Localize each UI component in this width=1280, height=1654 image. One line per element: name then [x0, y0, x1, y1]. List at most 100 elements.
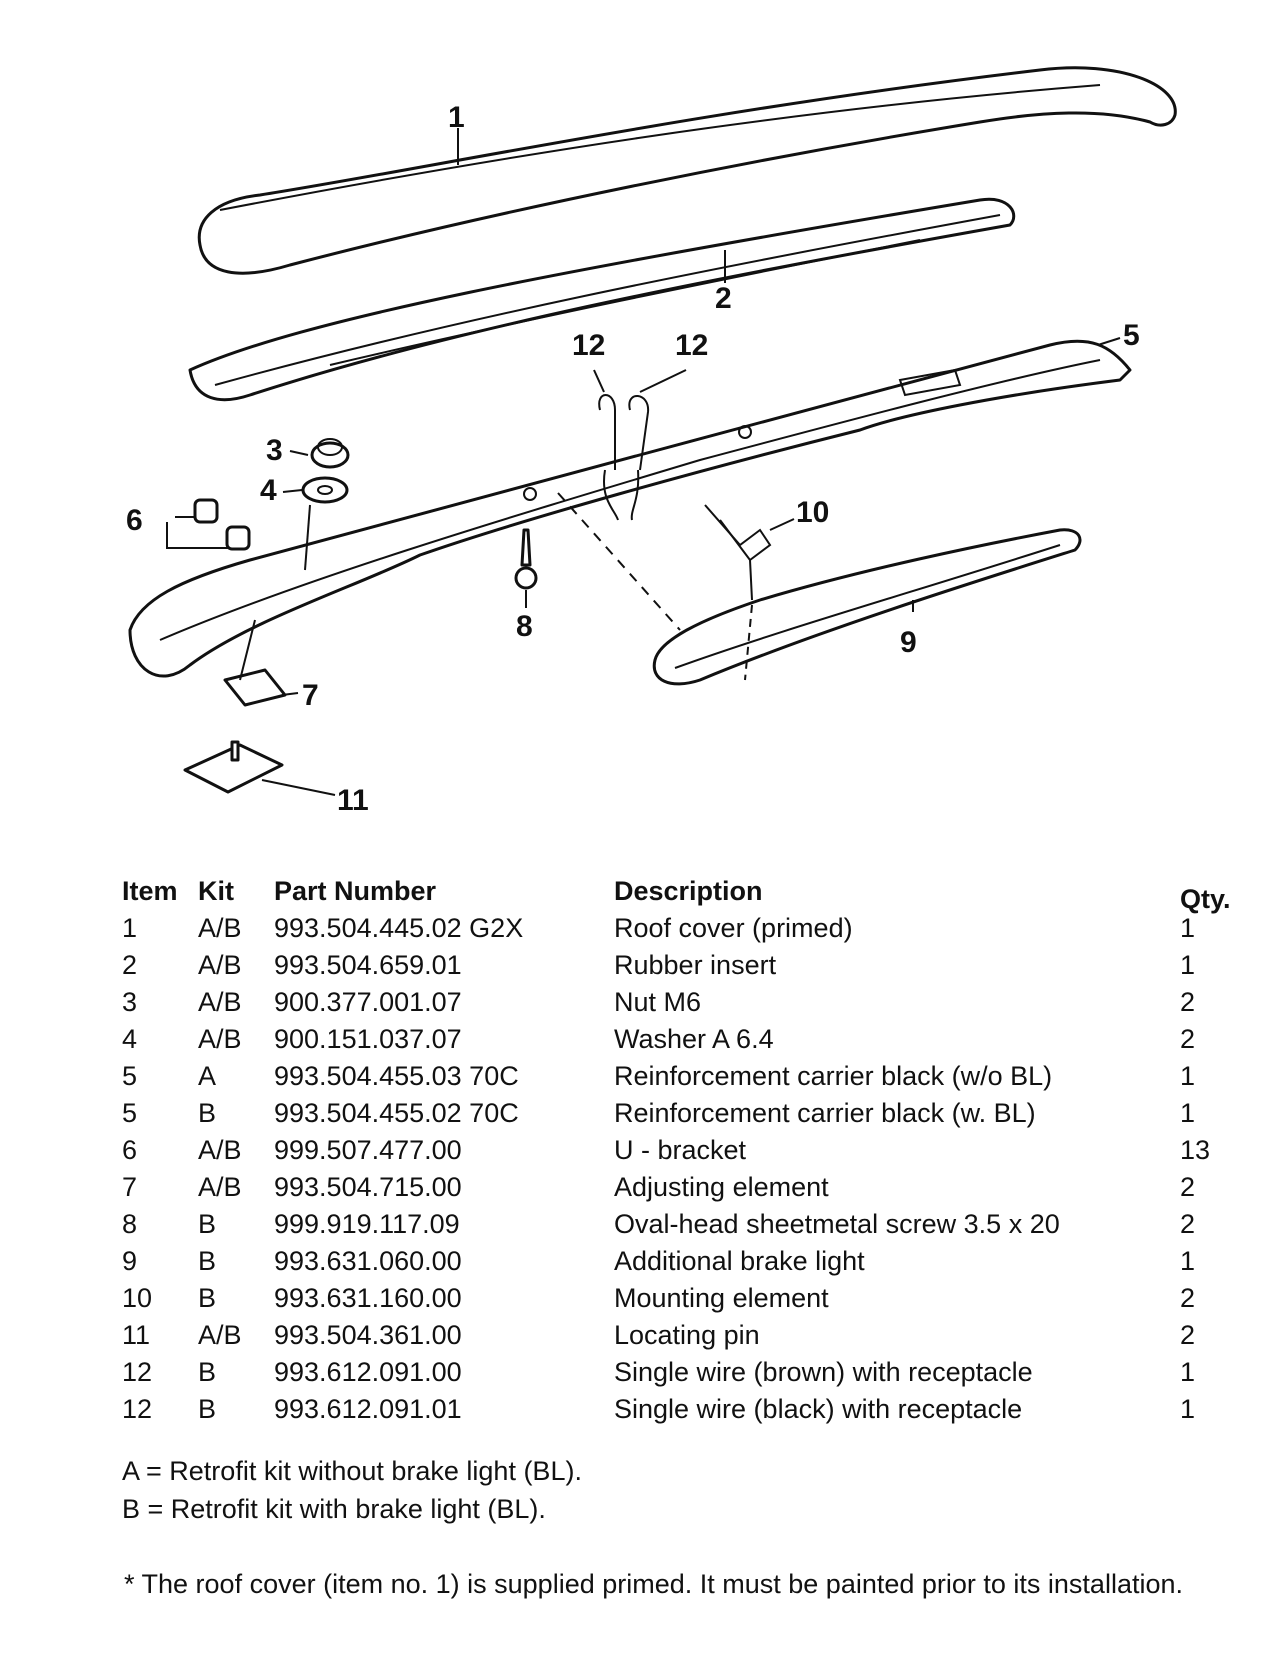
cell-kit: A/B	[198, 950, 242, 980]
cell-item: 5	[122, 1061, 138, 1091]
callout-3: 3	[266, 434, 283, 467]
cell-item: 4	[122, 1024, 138, 1054]
cell-item: 3	[122, 987, 138, 1017]
callout-10: 10	[796, 496, 829, 529]
cell-kit: A/B	[198, 1172, 242, 1202]
cell-kit: B	[198, 1098, 217, 1128]
rubber-insert-part	[188, 197, 1016, 402]
cell-qty: 1	[1180, 913, 1196, 943]
cell-desc: Roof cover (primed)	[614, 913, 853, 943]
callout-12-brown: 12	[572, 329, 605, 362]
cell-desc: Rubber insert	[614, 950, 777, 980]
u-bracket-part	[193, 498, 251, 551]
screw-part	[514, 528, 538, 590]
callout-6: 6	[126, 504, 143, 537]
wire-receptacles-part	[598, 394, 650, 521]
cell-qty: 1	[1180, 1061, 1196, 1091]
cell-item: 11	[122, 1320, 151, 1350]
cell-qty: 2	[1180, 987, 1196, 1017]
callout-9: 9	[900, 626, 917, 659]
callout-8: 8	[516, 610, 533, 643]
roof-cover-part	[197, 66, 1177, 275]
cell-kit: A/B	[198, 1320, 242, 1350]
cell-qty: 13	[1180, 1135, 1211, 1165]
cell-desc: Single wire (brown) with receptacle	[614, 1357, 1033, 1387]
header-qty: Qty.	[1180, 884, 1231, 914]
cell-part: 993.504.455.03 70C	[274, 1061, 519, 1091]
cell-part: 993.504.455.02 70C	[274, 1098, 519, 1128]
table-row: 1 A/B 993.504.445.02 G2X Roof cover (primed…	[122, 910, 1252, 947]
locating-pin-part	[183, 740, 284, 794]
cell-kit: A/B	[198, 987, 242, 1017]
cell-desc: U - bracket	[614, 1135, 747, 1165]
cell-part: 993.504.659.01	[274, 950, 462, 980]
cell-kit: A	[198, 1061, 217, 1091]
cell-kit: B	[198, 1283, 217, 1313]
cell-kit: B	[198, 1246, 217, 1276]
cell-desc: Mounting element	[614, 1283, 829, 1313]
cell-part: 900.377.001.07	[274, 987, 462, 1017]
callout-4: 4	[260, 474, 277, 507]
nut-part	[310, 438, 350, 469]
table-row: 5 B 993.504.455.02 70C Reinforcement carrie…	[122, 1095, 1252, 1132]
cell-kit: B	[198, 1209, 217, 1239]
cell-part: 999.919.117.09	[274, 1209, 460, 1239]
cell-kit: A/B	[198, 1024, 242, 1054]
cell-qty: 2	[1180, 1172, 1196, 1202]
cell-item: 2	[122, 950, 138, 980]
cell-item: 5	[122, 1098, 138, 1128]
cell-qty: 2	[1180, 1283, 1196, 1313]
header-item: Item	[122, 876, 178, 906]
cell-item: 1	[122, 913, 138, 943]
cell-desc: Washer A 6.4	[614, 1024, 774, 1054]
cell-part: 993.612.091.01	[274, 1394, 462, 1424]
callout-5: 5	[1123, 319, 1140, 352]
table-row: 12 B 993.612.091.01 Single wire (black) wit…	[122, 1391, 1252, 1428]
header-part-number: Part Number	[274, 876, 437, 906]
cell-item: 7	[122, 1172, 138, 1202]
callout-1: 1	[448, 101, 465, 134]
table-row: 3 A/B 900.377.001.07 Nut M6 2	[122, 984, 1252, 1021]
cell-qty: 1	[1180, 1357, 1196, 1387]
cell-kit: A/B	[198, 913, 242, 943]
legend-kit-a: A = Retrofit kit without brake light (BL…	[122, 1456, 582, 1486]
cell-part: 993.504.445.02 G2X	[274, 913, 524, 943]
cell-qty: 2	[1180, 1209, 1196, 1239]
cell-desc: Oval-head sheetmetal screw 3.5 x 20	[614, 1209, 1060, 1239]
table-header-row: Item Kit Part Number Description Qty.	[122, 870, 1252, 914]
washer-part	[301, 476, 349, 504]
cell-qty: 1	[1180, 1098, 1196, 1128]
cell-desc: Reinforcement carrier black (w/o BL)	[614, 1061, 1053, 1091]
cell-part: 993.631.160.00	[274, 1283, 462, 1313]
cell-item: 12	[122, 1357, 153, 1387]
cell-desc: Nut M6	[614, 987, 702, 1017]
cell-qty: 1	[1180, 1394, 1196, 1424]
cell-qty: 1	[1180, 950, 1196, 980]
cell-desc: Single wire (black) with receptacle	[614, 1394, 1023, 1424]
adjusting-element-part	[223, 668, 287, 707]
cell-item: 8	[122, 1209, 138, 1239]
header-description: Description	[614, 876, 763, 906]
legend-kit-b: B = Retrofit kit with brake light (BL).	[122, 1494, 546, 1524]
cell-part: 900.151.037.07	[274, 1024, 462, 1054]
cell-part: 993.504.715.00	[274, 1172, 462, 1202]
cell-desc: Reinforcement carrier black (w. BL)	[614, 1098, 1036, 1128]
leader-lines	[166, 128, 1121, 796]
cell-kit: B	[198, 1394, 217, 1424]
header-kit: Kit	[198, 876, 234, 906]
table-row: 8 B 999.919.117.09 Oval-head sheetmetal scr…	[122, 1206, 1252, 1243]
cell-item: 12	[122, 1394, 153, 1424]
cell-qty: 1	[1180, 1246, 1196, 1276]
callout-2: 2	[715, 282, 732, 315]
cell-part: 993.504.361.00	[274, 1320, 462, 1350]
cell-kit: A/B	[198, 1135, 242, 1165]
